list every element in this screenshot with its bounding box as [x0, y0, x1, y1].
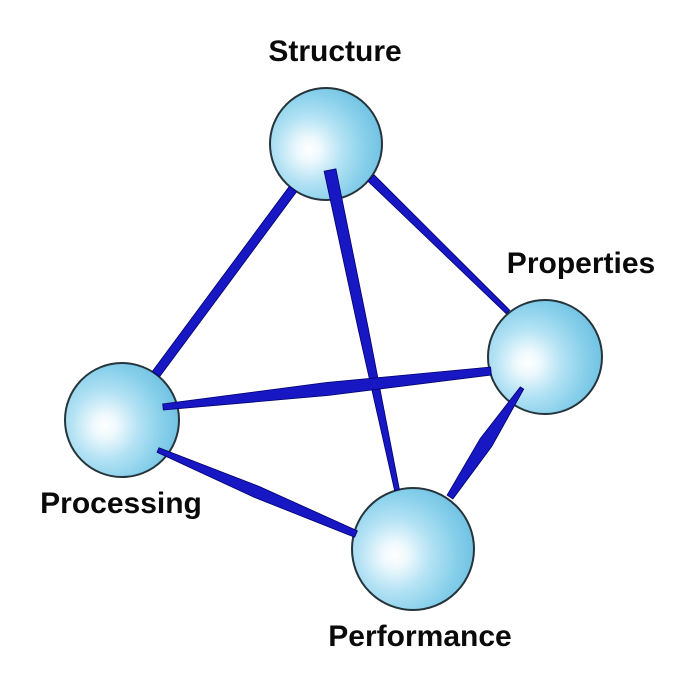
edge-structure-properties — [367, 174, 511, 315]
node-label-properties: Properties — [506, 247, 656, 280]
sphere-layer — [64, 87, 603, 611]
node-label-structure: Structure — [268, 35, 402, 68]
edge-properties-performance — [446, 386, 525, 500]
node-label-performance: Performance — [328, 620, 512, 653]
node-structure-sphere — [269, 87, 383, 201]
edge-structure-performance — [323, 168, 400, 491]
node-processing-sphere — [64, 362, 180, 478]
edge-structure-processing — [151, 185, 298, 378]
node-performance-sphere — [351, 487, 475, 611]
edge-processing-properties — [162, 366, 492, 411]
edge-processing-performance — [156, 447, 358, 538]
node-label-processing: Processing — [40, 487, 202, 520]
edge-layer — [151, 168, 525, 538]
node-properties-sphere — [487, 299, 603, 415]
